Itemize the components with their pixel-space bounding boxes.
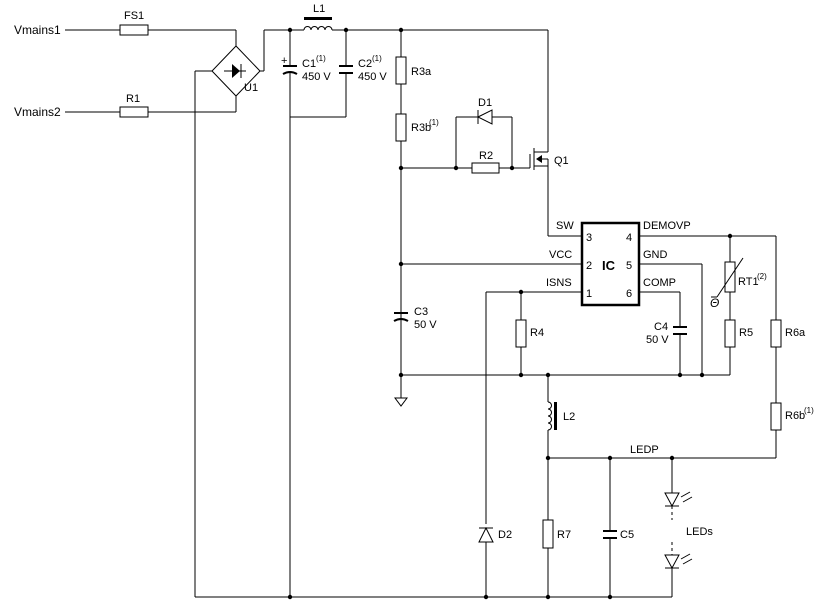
resistor-r5 [724, 319, 736, 348]
resistor-r2 [471, 162, 500, 174]
resistor-r3b [395, 113, 407, 142]
led-top [664, 491, 693, 508]
c2-value: 450 V [358, 71, 387, 83]
capacitor-c4 [673, 326, 687, 375]
q1-label: Q1 [554, 155, 569, 167]
inductor-l2 [547, 401, 557, 431]
c3-value: 50 V [414, 319, 437, 331]
mosfet-q1 [529, 138, 549, 230]
capacitor-c2 [290, 30, 353, 118]
controller-ic [580, 221, 641, 307]
r7-label: R7 [557, 529, 571, 541]
fs1-label: FS1 [124, 10, 144, 22]
r3b-note: (1) [429, 118, 439, 127]
resistor-r6b [770, 402, 782, 431]
pin3-num: 3 [586, 232, 592, 244]
capacitor-c3 [393, 264, 409, 322]
pin-comp-label: COMP [643, 277, 676, 289]
input-line-2 [65, 96, 237, 113]
c3-label: C3 [414, 306, 428, 318]
c4-label: C4 [654, 321, 668, 333]
c2-label: C2 [358, 58, 372, 70]
fuse-fs1 [119, 24, 149, 36]
rt1-label: RT1 [738, 276, 759, 288]
r4-label: R4 [530, 327, 544, 339]
c2-note: (1) [372, 54, 382, 63]
r1-label: R1 [126, 93, 140, 105]
vmains1-label: Vmains1 [14, 23, 61, 37]
pin5-num: 5 [626, 260, 632, 272]
r6a-label: R6a [785, 327, 806, 339]
l1-label: L1 [313, 3, 325, 15]
pin4-num: 4 [626, 232, 632, 244]
pin-sw-label: SW [556, 220, 574, 232]
r3b-label: R3b [411, 122, 431, 134]
r6b-note: (1) [804, 406, 814, 415]
pin-isns-label: ISNS [546, 277, 572, 289]
inductor-l1 [303, 17, 333, 31]
pin-gnd-label: GND [643, 249, 668, 261]
resistor-r3a [395, 56, 407, 85]
d2-label: D2 [498, 529, 512, 541]
r3a-label: R3a [411, 66, 432, 78]
leds-label: LEDs [686, 526, 713, 538]
c1-note: (1) [316, 54, 326, 63]
capacitor-c1 [282, 30, 298, 597]
c4-value: 50 V [646, 334, 669, 346]
c1-plus: + [281, 55, 287, 67]
junction-dots [287, 27, 733, 600]
ledp-label: LEDP [630, 444, 659, 456]
l2-label: L2 [563, 411, 575, 423]
resistor-r6a [770, 319, 782, 348]
pin-vcc-label: VCC [549, 249, 572, 261]
theta-symbol: Θ [710, 296, 719, 310]
u1-label: U1 [244, 82, 258, 94]
rt1-note: (2) [757, 272, 767, 281]
r6b-label: R6b [785, 410, 805, 422]
resistor-r4 [515, 319, 527, 348]
pin1-num: 1 [586, 288, 592, 300]
resistor-r1 [119, 106, 149, 118]
c5-label: C5 [620, 529, 634, 541]
r2-label: R2 [479, 150, 493, 162]
c1-value: 450 V [302, 71, 331, 83]
ic-label: IC [602, 258, 616, 273]
resistor-r7 [542, 519, 554, 549]
capacitor-c5 [603, 458, 617, 597]
r5-label: R5 [739, 327, 753, 339]
input-line-1 [65, 29, 237, 46]
pin2-num: 2 [586, 260, 592, 272]
bridge-rectifier-u1 [194, 30, 265, 597]
c1-label: C1 [302, 58, 316, 70]
vmains2-label: Vmains2 [14, 105, 61, 119]
d1-label: D1 [478, 97, 492, 109]
diode-d2 [478, 526, 494, 597]
diode-d1 [455, 109, 513, 168]
pin6-num: 6 [626, 288, 632, 300]
pin-demovp-label: DEMOVP [643, 220, 691, 232]
ground-symbol [394, 375, 408, 407]
led-bottom [664, 553, 693, 570]
